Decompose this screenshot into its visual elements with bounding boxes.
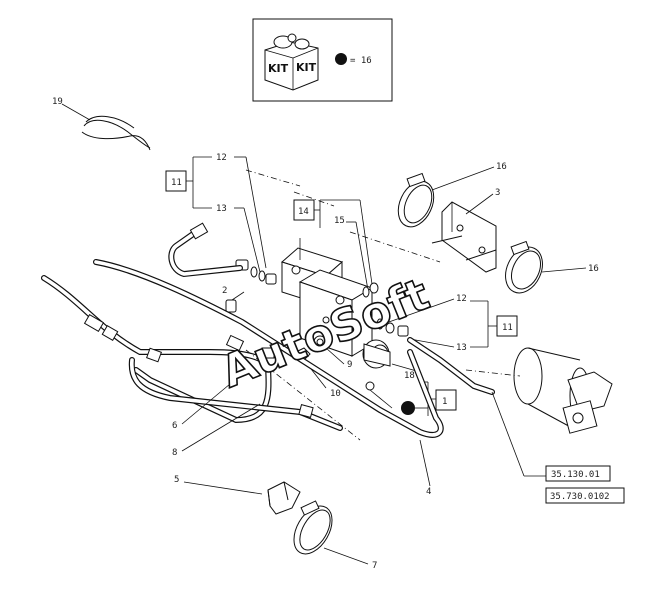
kit-legend-frame bbox=[252, 18, 393, 102]
leader-group-center: 14 15 bbox=[293, 191, 373, 291]
fittings: 2 1 bbox=[222, 259, 457, 416]
callout-11-left: 11 bbox=[171, 178, 182, 188]
callout-5: 5 bbox=[174, 475, 179, 485]
kit-label-left: KIT bbox=[268, 62, 289, 75]
kit-dot-icon bbox=[335, 53, 347, 65]
hose-clamp-16-top: 16 bbox=[397, 162, 507, 228]
ref-box-35-730-0102 bbox=[545, 487, 625, 504]
kit-legend-value: = 16 bbox=[350, 56, 372, 66]
callout-2: 2 bbox=[222, 286, 227, 296]
callout-13-right: 13 bbox=[456, 343, 467, 353]
leader-group-right: 12 13 11 bbox=[349, 231, 518, 353]
callout-18: 18 bbox=[404, 371, 415, 381]
ref-box-11-right bbox=[496, 315, 518, 337]
callout-1: 1 bbox=[442, 397, 447, 407]
callout-3: 3 bbox=[495, 188, 500, 198]
callout-6: 6 bbox=[172, 421, 177, 431]
reference-2: 35.730.0102 bbox=[550, 492, 610, 502]
bracket-part-3: 3 bbox=[431, 188, 500, 273]
callout-4: 4 bbox=[426, 487, 431, 497]
callout-19: 19 bbox=[52, 97, 63, 107]
strap-part-19: 19 bbox=[52, 97, 151, 151]
hydraulic-cylinder bbox=[465, 347, 613, 434]
bracket-part-5: 5 bbox=[174, 475, 301, 515]
section-references: 35.130.01 35.730.0102 bbox=[491, 391, 625, 504]
kit-legend: KIT KIT = 16 bbox=[252, 18, 393, 102]
hose-clamp-16-right: 16 bbox=[505, 240, 599, 294]
callout-16-right: 16 bbox=[588, 264, 599, 274]
tube-assemblies bbox=[41, 222, 495, 441]
callout-16-top: 16 bbox=[496, 162, 507, 172]
callout-11-right: 11 bbox=[502, 323, 513, 333]
callout-9: 9 bbox=[347, 360, 352, 370]
kit-box-icon: KIT KIT bbox=[264, 33, 319, 91]
leader-group-left: 11 12 13 bbox=[165, 153, 301, 273]
ref-box-1 bbox=[435, 389, 457, 411]
kit-label-right: KIT bbox=[296, 61, 317, 74]
ref-box-35-130-01 bbox=[545, 465, 611, 482]
callout-7: 7 bbox=[372, 561, 377, 571]
reference-1: 35.130.01 bbox=[551, 470, 600, 480]
callout-14: 14 bbox=[298, 207, 309, 217]
callout-12-top: 12 bbox=[216, 153, 227, 163]
callout-13-left: 13 bbox=[216, 204, 227, 214]
valve-block: 18 9 10 bbox=[281, 238, 421, 399]
callout-12-right: 12 bbox=[456, 294, 467, 304]
callout-leaders: 6 8 4 bbox=[172, 383, 431, 497]
callout-8: 8 bbox=[172, 448, 177, 458]
callout-10: 10 bbox=[330, 389, 341, 399]
callout-15: 15 bbox=[334, 216, 345, 226]
hose-clamp-7: 7 bbox=[293, 500, 377, 571]
